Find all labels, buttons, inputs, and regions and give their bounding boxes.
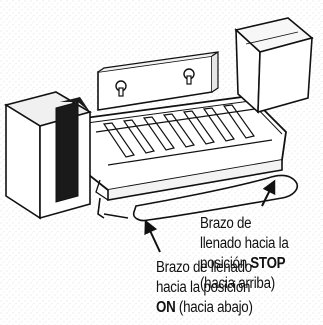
callout-fill-arm-stop: Brazo de llenado hacia la posición STOP … bbox=[200, 214, 289, 294]
callout-on-line-3: ON (hacia abajo) bbox=[156, 298, 253, 318]
ejector-blades bbox=[95, 104, 273, 166]
mounting-band bbox=[55, 101, 79, 203]
stop-keyword: STOP bbox=[250, 255, 286, 272]
callout-stop-line-3-prefix: posición bbox=[200, 255, 251, 272]
callout-on-line-1: Brazo de llenado bbox=[156, 259, 252, 276]
callout-stop-line-2: llenado hacia la bbox=[200, 235, 289, 252]
callout-stop-line-1: Brazo de bbox=[200, 215, 252, 232]
storage-bin bbox=[234, 17, 314, 114]
on-keyword: ON bbox=[156, 299, 176, 316]
callout-stop-line-3: posición STOP bbox=[200, 254, 289, 274]
callout-on-line-3-suffix: (hacia abajo) bbox=[175, 299, 253, 316]
control-housing bbox=[3, 91, 93, 220]
pointer-arrow-icon bbox=[261, 179, 276, 207]
keyhole-slot-icon bbox=[183, 68, 195, 85]
pointer-arrow-icon bbox=[144, 219, 161, 253]
callout-on-line-2: hacia la posición bbox=[156, 279, 251, 296]
callout-fill-arm-on: Brazo de llenado hacia la posición ON (h… bbox=[156, 258, 253, 318]
keyhole-slot-icon bbox=[115, 80, 127, 97]
callout-stop-line-4: (hacia arriba) bbox=[200, 275, 275, 292]
mounting-plate bbox=[97, 50, 219, 111]
